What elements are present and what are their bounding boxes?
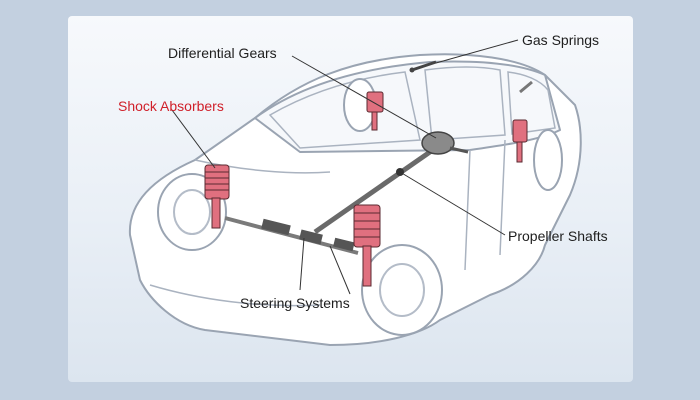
rear-right-wheel (533, 129, 563, 191)
steering-system (224, 216, 359, 255)
leader-propeller (399, 171, 506, 236)
car-roof (254, 60, 561, 153)
car-body (128, 53, 582, 346)
car-windows (149, 66, 556, 307)
label-propeller-shafts: Propeller Shafts (508, 228, 608, 244)
leader-differential (291, 55, 437, 139)
leader-shock-absorbers (171, 109, 216, 169)
leader-lines (171, 39, 519, 295)
label-steering-systems: Steering Systems (240, 295, 350, 311)
leader-steering-2 (329, 245, 351, 295)
differential-gear (421, 131, 469, 155)
shock-absorber-rear-left (366, 91, 384, 131)
door-line (464, 139, 506, 271)
label-shock-absorbers: Shock Absorbers (118, 98, 224, 114)
leader-gas-springs (435, 39, 519, 64)
side-window-rear (507, 71, 556, 135)
shock-absorber-rear-right (512, 119, 528, 163)
shock-absorber-front-right (353, 204, 381, 287)
label-differential-gears: Differential Gears (168, 45, 277, 61)
gas-spring (409, 60, 533, 94)
front-right-wheel (361, 244, 443, 336)
side-window-front (424, 66, 506, 141)
hood-line (194, 159, 331, 174)
shock-absorber-front-left (204, 164, 230, 229)
leader-steering-1 (299, 237, 305, 291)
bumper-line (149, 284, 321, 307)
label-gas-springs: Gas Springs (522, 32, 600, 48)
